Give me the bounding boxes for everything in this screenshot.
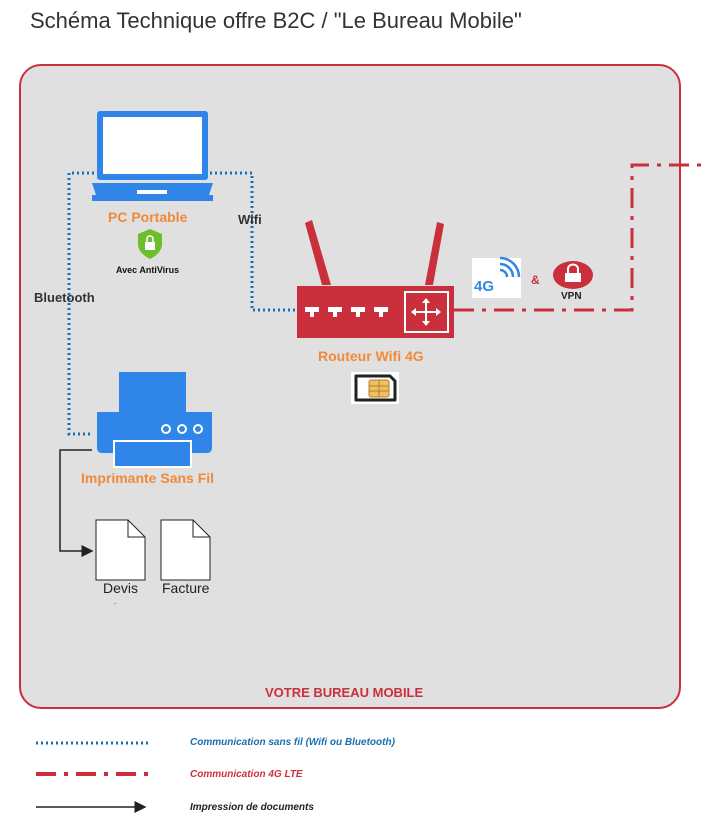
legend-wireless-text: Communication sans fil (Wifi ou Bluetoot… (190, 737, 395, 748)
wifi-link-label: Wifi (238, 212, 262, 227)
lte-link (454, 163, 703, 312)
facture-document-icon (160, 519, 211, 581)
sim-card-icon (351, 372, 399, 404)
bluetooth-link (67, 171, 94, 436)
wifi-link (210, 171, 297, 312)
legend-lte-text: Communication 4G LTE (190, 769, 303, 780)
office-zone-label: VOTRE BUREAU MOBILE (265, 685, 424, 700)
vpn-label: VPN (561, 291, 582, 302)
antivirus-label: Avec AntiVirus (116, 265, 180, 275)
vpn-lock-icon (553, 261, 593, 289)
bluetooth-link-label: Bluetooth (34, 290, 95, 305)
devis-sub-mark: . (114, 597, 117, 606)
legend-print-text: Impression de documents (190, 802, 314, 813)
network-joiner: & (531, 273, 540, 287)
printer-label: Imprimante Sans Fil (81, 470, 215, 486)
devis-label: Devis (103, 580, 139, 596)
4g-badge-text: 4G (474, 278, 494, 295)
print-arrow (59, 449, 94, 557)
facture-label: Facture (162, 580, 210, 596)
laptop-icon (92, 111, 213, 201)
printer-icon (97, 372, 212, 468)
laptop-label: PC Portable (108, 209, 188, 225)
page-title: Schéma Technique offre B2C / "Le Bureau … (30, 8, 522, 33)
router-label: Routeur Wifi 4G (318, 348, 424, 364)
antivirus-shield-icon (138, 229, 162, 259)
4g-signal-icon: 4G (472, 256, 521, 298)
router-icon (297, 220, 454, 338)
devis-document-icon (95, 519, 146, 581)
